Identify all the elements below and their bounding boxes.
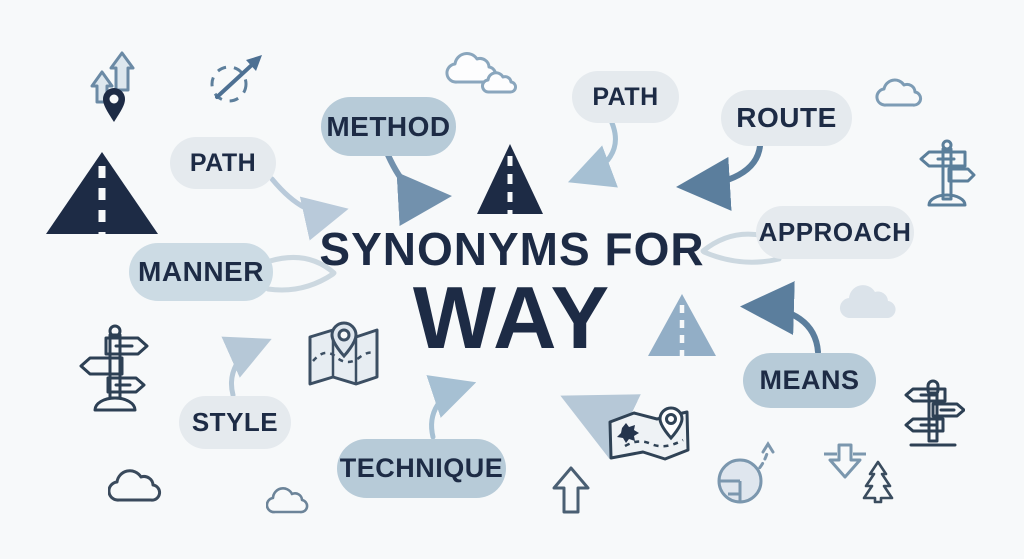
pill-means: MEANS	[743, 353, 876, 408]
pie-chart-dashed-arrow-icon	[716, 456, 768, 506]
arrow-style-up	[221, 336, 272, 398]
pill-approach: APPROACH	[756, 206, 914, 259]
cloud-icon-bottom-left	[108, 464, 178, 504]
pill-path-top: PATH	[572, 71, 679, 123]
cloud-icon-right-filled	[839, 280, 913, 320]
cloud-icon-top-right	[875, 73, 935, 109]
pine-tree-icon	[860, 460, 896, 504]
title-line-way: WAY	[412, 268, 612, 367]
arrow-method-to-title	[385, 152, 452, 226]
pill-technique: TECHNIQUE	[337, 439, 506, 498]
road-icon-right	[648, 294, 716, 356]
pill-method: METHOD	[321, 97, 456, 156]
clouds-icon-top-center	[441, 50, 523, 96]
pill-path-left: PATH	[170, 137, 276, 189]
arrow-technique-up	[426, 375, 477, 440]
page-title: SYNONYMS FOR WAY	[292, 226, 732, 362]
signpost-icon-left	[78, 324, 150, 412]
dashed-circle-trend-arrow-icon	[204, 53, 268, 105]
dashed-arrow-pie-head	[761, 441, 775, 454]
up-arrow-icon-bottom	[552, 466, 590, 514]
down-arrow-icon	[822, 443, 868, 487]
pill-style: STYLE	[179, 396, 291, 449]
map-route-pin-icon-bottom	[607, 406, 691, 470]
arrow-route-to-title	[676, 143, 763, 211]
cloud-icon-bottom-center	[266, 484, 324, 516]
arrow-path-top-to-road	[567, 120, 618, 188]
pill-route: ROUTE	[721, 90, 852, 146]
title-line-synonyms-for: SYNONYMS FOR	[319, 223, 705, 275]
road-icon-left	[46, 152, 158, 234]
arrow-means-to-title	[740, 281, 821, 355]
arrow-path-left-to-title	[269, 176, 349, 241]
signpost-icon-bottom-right	[899, 379, 965, 449]
folded-map-pin-icon-center	[306, 321, 380, 389]
road-icon-center	[477, 144, 543, 214]
up-arrows-location-pin-icon	[80, 50, 142, 124]
pill-manner: MANNER	[129, 243, 273, 301]
signpost-icon-top-right	[914, 139, 976, 207]
